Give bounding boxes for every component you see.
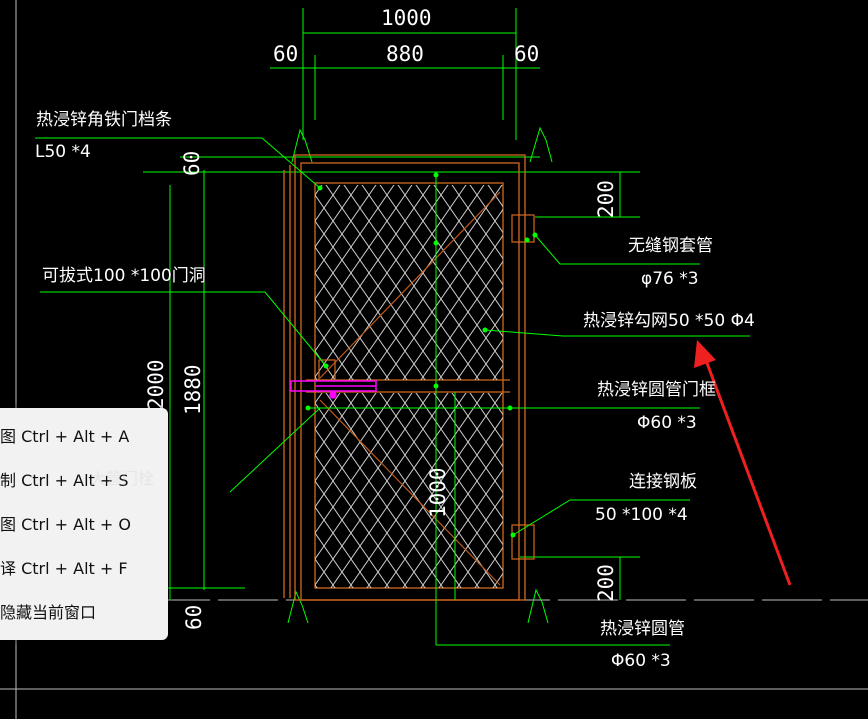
menu-item-ocr[interactable]: 图 Ctrl + Alt + O bbox=[0, 515, 131, 534]
dim-sleeve-top: 200 bbox=[594, 180, 618, 218]
leader-points bbox=[305, 172, 538, 538]
menu-item-screenshot[interactable]: 图 Ctrl + Alt + A bbox=[0, 427, 130, 446]
dim-side-left: 60 bbox=[273, 42, 299, 66]
red-arrow-annotation bbox=[694, 340, 792, 586]
menu-item-hide-window[interactable]: 隐藏当前窗口 bbox=[0, 603, 97, 622]
label-pipe-spec: Φ60 *3 bbox=[611, 651, 671, 671]
label-frame-title: 热浸锌圆管门框 bbox=[597, 380, 716, 400]
label-pipe-title: 热浸锌圆管 bbox=[600, 619, 685, 639]
label-frame-spec: Φ60 *3 bbox=[637, 413, 697, 433]
menu-item-translate[interactable]: 译 Ctrl + Alt + F bbox=[0, 559, 128, 578]
dim-bottom-margin: 60 bbox=[182, 604, 206, 630]
dim-total-width: 1000 bbox=[381, 6, 432, 30]
dim-inner-height: 1880 bbox=[181, 364, 205, 415]
leader-lines bbox=[35, 137, 750, 646]
connecting-plate bbox=[511, 524, 535, 560]
top-dimension-lines bbox=[143, 8, 640, 624]
door-hole-box bbox=[318, 359, 336, 381]
label-plate-spec: 50 *100 *4 bbox=[595, 505, 688, 525]
label-door-hole: 可拔式100 *100门洞 bbox=[42, 266, 206, 286]
label-mesh: 热浸锌勾网50 *50 Φ4 bbox=[583, 311, 755, 331]
diagonal-braces bbox=[319, 191, 501, 586]
dim-side-right: 60 bbox=[514, 42, 540, 66]
label-plate-title: 连接钢板 bbox=[629, 472, 697, 492]
dim-sleeve-bottom: 200 bbox=[594, 564, 618, 602]
hidden-label-behind-menu: 大管门栓 bbox=[90, 469, 155, 488]
label-angle-iron-spec: L50 *4 bbox=[35, 142, 91, 162]
chain-link-mesh-upper bbox=[315, 185, 503, 380]
dim-top-margin: 60 bbox=[180, 150, 204, 176]
context-menu[interactable]: 图 Ctrl + Alt + A 制 Ctrl + Alt + S 图 Ctrl… bbox=[0, 408, 168, 640]
dim-center-height: 1000 bbox=[426, 467, 450, 518]
label-sleeve-spec: φ76 *3 bbox=[641, 269, 699, 289]
label-angle-iron-title: 热浸锌角铁门档条 bbox=[36, 110, 172, 130]
label-sleeve-title: 无缝钢套管 bbox=[628, 236, 713, 256]
dim-total-height: 2000 bbox=[144, 359, 168, 410]
steel-sleeve-top bbox=[511, 214, 535, 243]
menu-item-record[interactable]: 制 Ctrl + Alt + S bbox=[0, 471, 129, 490]
dim-inner-width: 880 bbox=[386, 42, 424, 66]
bolt-marker bbox=[290, 380, 377, 399]
